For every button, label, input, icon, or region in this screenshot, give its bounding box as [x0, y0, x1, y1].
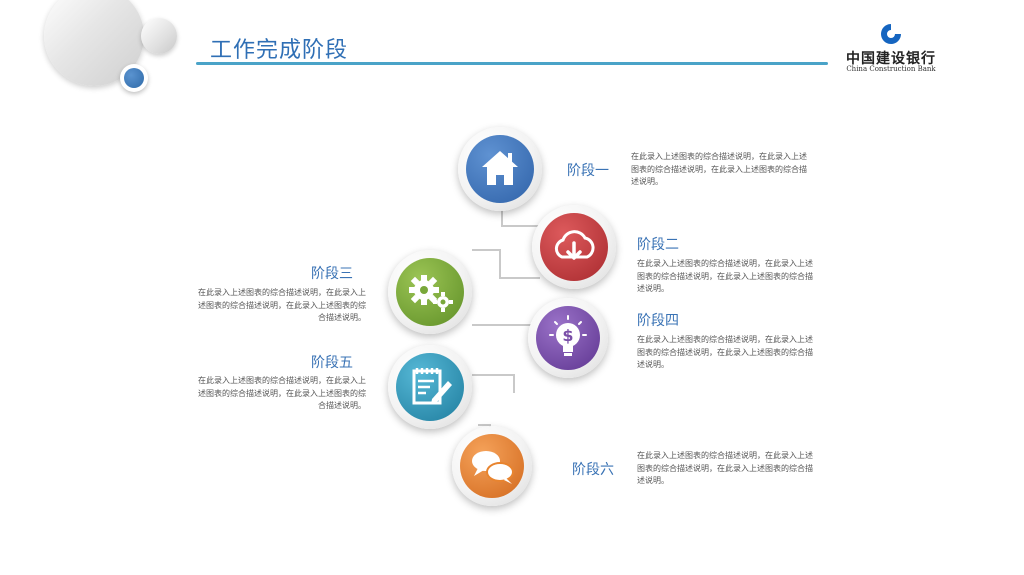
stage-3-label: 阶段三 — [311, 266, 353, 282]
stage-3-node — [388, 250, 472, 334]
lightbulb-dollar-icon: $ — [549, 315, 587, 356]
stage-3-desc: 在此录入上述图表的综合描述说明，在此录入上述图表的综合描述说明，在此录入上述图表… — [198, 288, 366, 322]
stage-5-node — [388, 345, 472, 429]
stage-6-node — [452, 426, 532, 506]
chat-bubbles-icon — [472, 451, 514, 484]
stage-5-label: 阶段五 — [311, 355, 353, 371]
stage-6-desc: 在此录入上述图表的综合描述说明，在此录入上述图表的综合描述说明，在此录入上述图表… — [637, 451, 813, 485]
svg-text:$: $ — [562, 326, 573, 345]
ccb-logo-icon — [881, 24, 901, 44]
page-title: 工作完成阶段 — [210, 38, 349, 63]
stage-6-label: 阶段六 — [572, 462, 614, 478]
notepad-pen-icon — [412, 368, 452, 405]
decor-circle-blue — [120, 64, 148, 92]
stage-2-desc: 在此录入上述图表的综合描述说明，在此录入上述图表的综合描述说明，在此录入上述图表… — [637, 259, 813, 293]
stage-2-node — [532, 205, 616, 289]
home-icon — [482, 151, 518, 185]
logo-text-cn: 中国建设银行 — [846, 51, 936, 67]
decor-circle-small — [141, 18, 177, 54]
stage-1-label: 阶段一 — [567, 163, 609, 179]
stage-1-node — [458, 127, 542, 211]
logo-text-en: China Construction Bank — [846, 65, 936, 73]
stage-4-desc: 在此录入上述图表的综合描述说明，在此录入上述图表的综合描述说明，在此录入上述图表… — [637, 335, 813, 369]
stage-4-node: $ — [528, 298, 608, 378]
cloud-download-icon — [554, 230, 595, 260]
stage-1-desc: 在此录入上述图表的综合描述说明，在此录入上述图表的综合描述说明，在此录入上述图表… — [631, 152, 807, 186]
bank-logo: 中国建设银行 China Construction Bank — [836, 22, 946, 74]
stage-2-label: 阶段二 — [637, 237, 679, 253]
title-underline — [196, 62, 828, 65]
stage-5-desc: 在此录入上述图表的综合描述说明，在此录入上述图表的综合描述说明，在此录入上述图表… — [198, 376, 366, 410]
gears-icon — [409, 275, 453, 312]
stage-4-label: 阶段四 — [637, 313, 679, 329]
